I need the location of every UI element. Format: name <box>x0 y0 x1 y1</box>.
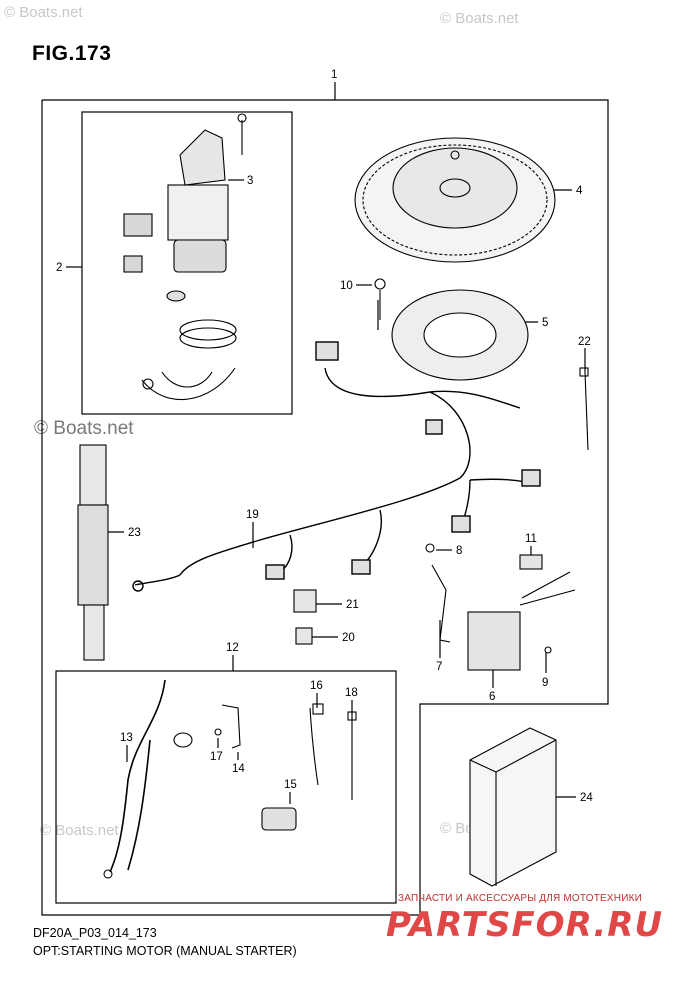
figure-caption: OPT:STARTING MOTOR (MANUAL STARTER) <box>33 944 297 958</box>
callout-7: 7 <box>436 661 442 673</box>
callout-11: 11 <box>525 533 537 545</box>
starter-motor-drawing <box>123 113 247 401</box>
callout-10: 10 <box>340 280 353 292</box>
watermark: © Boats.net <box>34 418 134 439</box>
callout-14: 14 <box>232 763 245 775</box>
callout-16: 16 <box>310 680 323 692</box>
callout-8: 8 <box>456 545 462 557</box>
kit-12-frame <box>55 670 397 904</box>
kit-frame <box>41 99 609 916</box>
callout-15: 15 <box>284 779 297 791</box>
partsfor-tagline: ЗАПЧАСТИ И АКСЕССУАРЫ ДЛЯ МОТОТЕХНИКИ <box>398 893 643 904</box>
starter-kit-frame <box>81 111 293 415</box>
partsfor-logo: PARTSFOR.RU <box>386 905 664 945</box>
stator-drawing <box>374 278 529 381</box>
callout-21: 21 <box>346 599 359 611</box>
callout-20: 20 <box>342 632 355 644</box>
figure-title: FIG.173 <box>32 42 112 65</box>
callout-22: 22 <box>578 336 591 348</box>
callout-13: 13 <box>120 732 133 744</box>
callout-3: 3 <box>247 175 253 187</box>
relays-drawing <box>293 589 317 645</box>
callout-24: 24 <box>580 792 593 804</box>
callout-19: 19 <box>246 509 259 521</box>
kit-12-drawing <box>103 679 357 879</box>
callout-1: 1 <box>331 69 337 81</box>
callout-2: 2 <box>56 262 62 274</box>
callout-4: 4 <box>576 185 583 197</box>
callout-5: 5 <box>542 317 548 329</box>
coil-drawing <box>77 444 109 661</box>
rectifier-drawing <box>425 543 576 671</box>
watermark: © Boats.net <box>40 822 119 839</box>
callout-6: 6 <box>489 691 495 703</box>
drawing-code: DF20A_P03_014_173 <box>33 926 157 940</box>
watermark: © Boats.net <box>440 10 519 27</box>
callout-12: 12 <box>226 642 239 654</box>
callout-23: 23 <box>128 527 141 539</box>
flywheel-drawing <box>354 137 556 263</box>
watermark: © Boats.net <box>4 4 83 21</box>
callout-18: 18 <box>345 687 358 699</box>
wire-harness-drawing <box>132 341 541 592</box>
ecu-drawing <box>469 727 557 887</box>
callout-9: 9 <box>542 677 548 689</box>
cable-tie-drawing <box>579 367 589 451</box>
callout-17: 17 <box>210 751 223 763</box>
